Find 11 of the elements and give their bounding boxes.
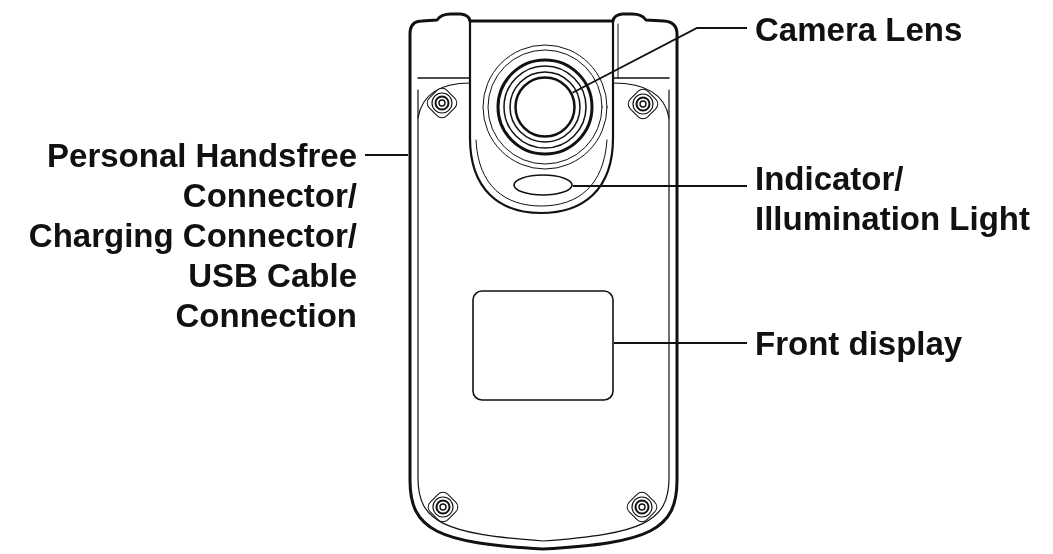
leader-line	[613, 342, 748, 344]
leader-line	[364, 154, 409, 156]
callout-label: Front display	[755, 324, 963, 364]
callout-label: Indicator/ Illumination Light	[755, 159, 1030, 239]
leader-line	[571, 27, 748, 94]
indicator-light	[513, 174, 573, 196]
camera-lens	[514, 76, 576, 138]
leader-line	[572, 185, 748, 187]
callout-label: Personal Handsfree Connector/ Charging Connector/ USB Cable Connection	[28, 136, 357, 336]
callout-label: Camera Lens	[755, 10, 963, 50]
front-display	[472, 290, 614, 401]
